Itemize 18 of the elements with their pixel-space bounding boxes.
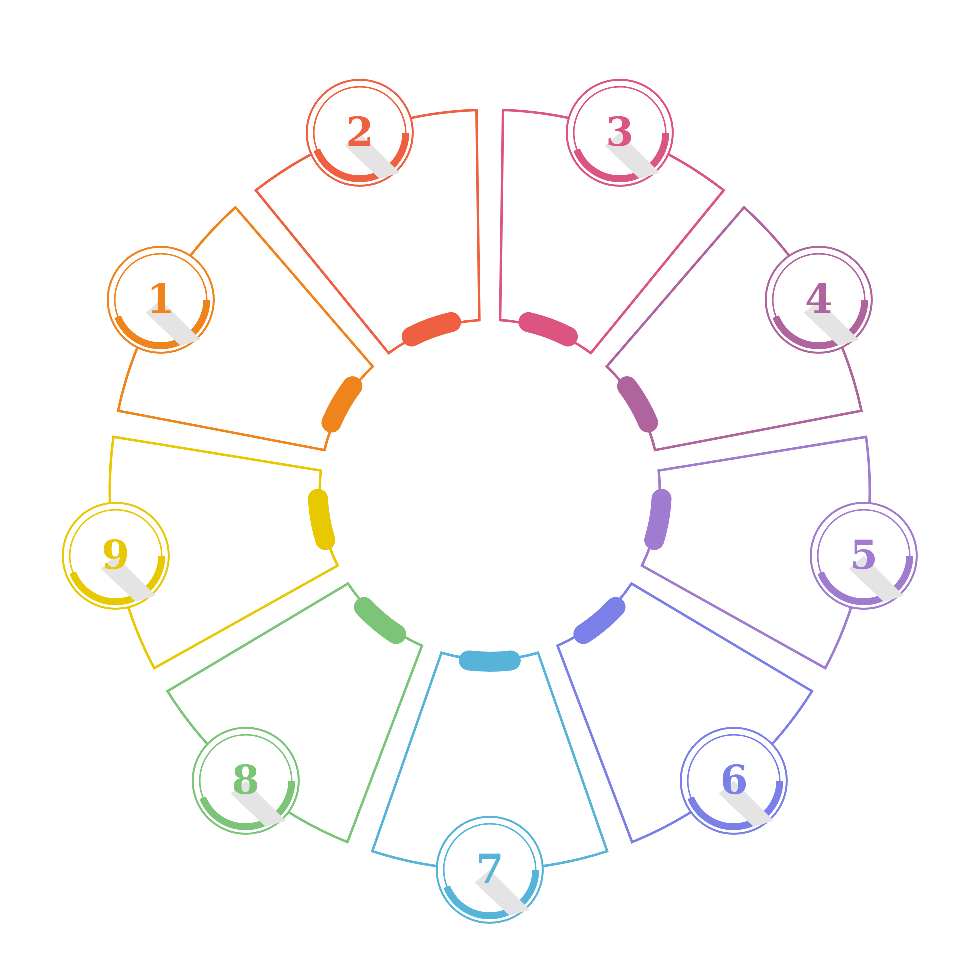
step-number: 8 (232, 761, 260, 802)
number-circle (809, 500, 920, 611)
step-number: 5 (850, 536, 878, 576)
step-number: 6 (720, 761, 748, 802)
number-circle (60, 500, 171, 611)
step-number: 2 (346, 112, 374, 153)
number-circle (435, 815, 545, 925)
step-number: 9 (102, 536, 130, 576)
step-number: 1 (146, 280, 175, 320)
number-circle (305, 78, 416, 188)
step-number: 7 (476, 850, 504, 890)
step-number: 3 (606, 112, 634, 153)
number-circle (190, 726, 301, 836)
number-circle (564, 78, 675, 188)
number-circle (106, 245, 216, 355)
step-number: 4 (805, 280, 833, 320)
number-circle (764, 245, 874, 355)
number-circle (679, 726, 790, 836)
